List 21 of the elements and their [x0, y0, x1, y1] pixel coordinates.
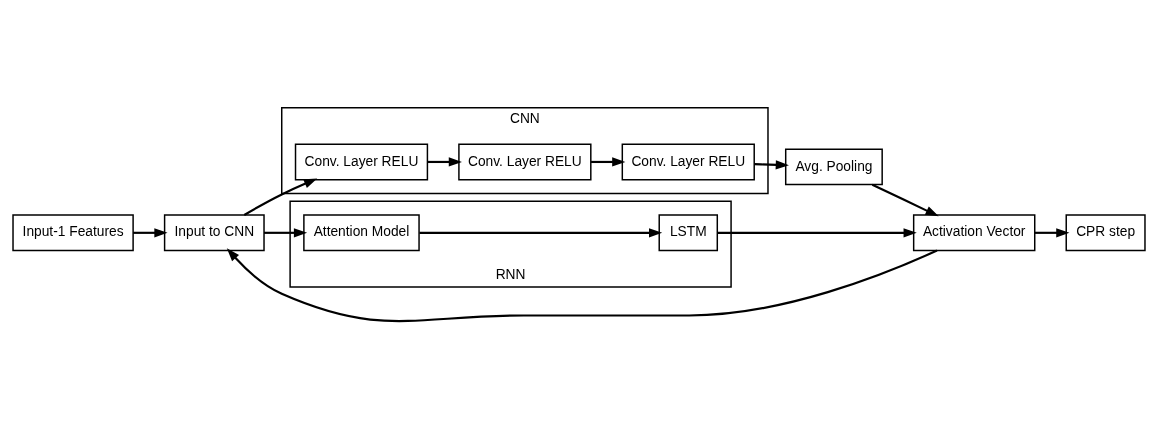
node-box: Activation Vector [912, 214, 1036, 252]
arrow [243, 178, 318, 216]
arrow [133, 228, 168, 238]
node-box: Attention Model [303, 214, 420, 252]
arrow [427, 157, 462, 167]
arrow [717, 228, 917, 238]
arrow [871, 183, 939, 217]
arrow [226, 248, 938, 323]
arrow [264, 228, 308, 238]
node-box: CPR step [1065, 214, 1146, 252]
arrow [419, 228, 663, 238]
arrow [1035, 228, 1070, 238]
node-box: Conv. Layer RELU [294, 143, 429, 181]
arrow [754, 160, 789, 170]
node-box: Conv. Layer RELU [621, 143, 755, 181]
node-box: Avg. Pooling [784, 148, 883, 186]
node-box: Input to CNN [163, 214, 265, 252]
node-box: Input-1 Features [12, 214, 134, 252]
node-box: Conv. Layer RELU [458, 143, 592, 181]
arrow [591, 157, 626, 167]
node-box: LSTM [658, 214, 719, 252]
